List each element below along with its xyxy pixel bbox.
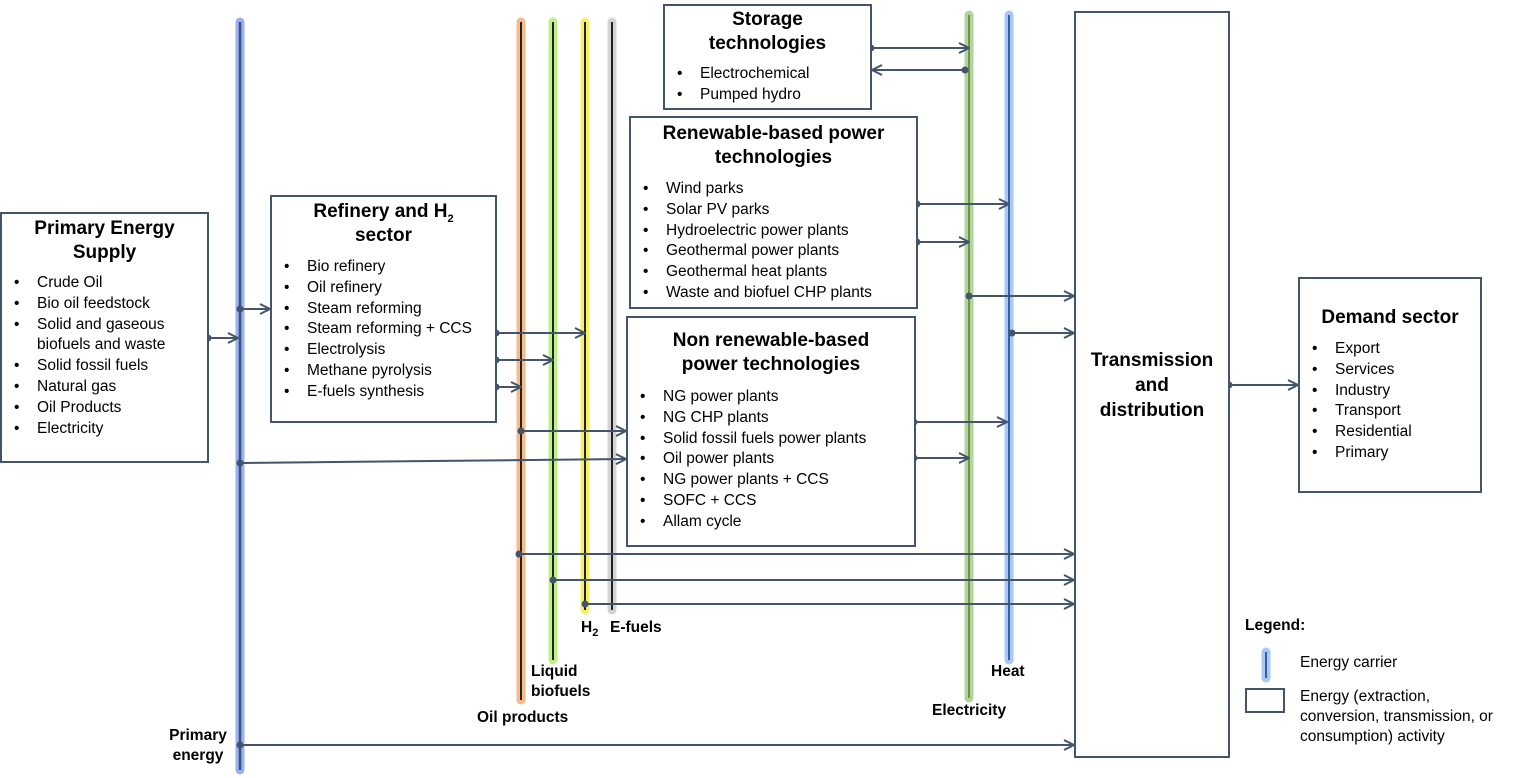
renewable-list: Wind parks Solar PV parks Hydroelectric … — [631, 179, 916, 304]
list-item: Geothermal heat plants — [643, 262, 910, 283]
list-item: Steam reforming + CCS — [284, 319, 489, 340]
h2-label-main: H — [581, 619, 593, 636]
carrier-lines — [235, 10, 1014, 775]
nonrenewable-list: NG power plants NG CHP plants Solid foss… — [628, 387, 914, 533]
primary-energy-supply-box: Primary Energy Supply Crude Oil Bio oil … — [0, 212, 209, 463]
heat-label: Heat — [991, 663, 1025, 680]
transmission-box: Transmission and distribution — [1074, 11, 1230, 758]
arrow-storage-to-electricity — [867, 46, 970, 51]
arrow-heat-to-transmission — [1008, 331, 1075, 336]
arrow-electricity-to-transmission — [965, 294, 1075, 299]
liquid-biofuels-label: Liquid biofuels — [531, 663, 591, 700]
list-item: Pumped hydro — [677, 85, 864, 106]
list-item: Crude Oil — [14, 273, 201, 294]
arrow-primary-to-transmission — [236, 743, 1075, 748]
demand-title: Demand sector — [1321, 307, 1459, 328]
oil-products-label: Oil products — [477, 709, 569, 726]
list-item: Methane pyrolysis — [284, 361, 489, 382]
arrow-transmission-to-demand — [1225, 383, 1299, 388]
transmission-title: Transmission and distribution — [1090, 350, 1214, 421]
list-item: Transport — [1312, 401, 1474, 422]
legend-carrier-text: Energy carrier — [1300, 654, 1398, 671]
list-item: NG power plants + CCS — [640, 470, 908, 491]
refinery-title: Refinery and H2 sector — [272, 200, 495, 248]
list-item: Allam cycle — [640, 512, 908, 533]
list-item: Bio oil feedstock — [14, 294, 201, 315]
arrow-supply-to-primary — [204, 336, 239, 341]
arrow-primary-to-nonrenewable — [236, 459, 627, 467]
list-item: Electrochemical — [677, 64, 864, 85]
arrow-renewable-to-electricity — [913, 240, 970, 245]
storage-box: Storage technologies Electrochemical Pum… — [663, 4, 872, 110]
list-item: Solid fossil fuels — [14, 356, 201, 377]
primary-energy-label: Primary energy — [169, 727, 227, 764]
arrow-liquid-biofuels-to-transmission — [549, 578, 1075, 583]
list-item: Wind parks — [643, 179, 910, 200]
list-item: Waste and biofuel CHP plants — [643, 283, 910, 304]
list-item: Industry — [1312, 381, 1474, 402]
list-item: NG power plants — [640, 387, 908, 408]
demand-box: Demand sector Export Services Industry T… — [1298, 277, 1482, 493]
list-item: Oil power plants — [640, 449, 908, 470]
list-item: Steam reforming — [284, 299, 489, 320]
primary-energy-supply-title: Primary Energy Supply — [34, 218, 175, 263]
arrow-electricity-to-storage — [872, 68, 969, 73]
list-item: Residential — [1312, 422, 1474, 443]
list-item: Bio refinery — [284, 257, 489, 278]
renewable-title: Renewable-based power technologies — [662, 123, 885, 168]
legend-activity-swatch — [1245, 688, 1285, 713]
efuels-label: E-fuels — [610, 619, 662, 636]
electricity-label: Electricity — [932, 702, 1007, 719]
arrow-nonrenewable-to-electricity — [910, 456, 970, 461]
nonrenewable-box: Non renewable-based power technologies N… — [626, 316, 916, 547]
refinery-title-main: Refinery and H — [313, 201, 448, 222]
refinery-title-sub: 2 — [447, 212, 454, 225]
arrow-renewable-to-heat — [913, 202, 1010, 207]
list-item: Primary — [1312, 443, 1474, 464]
flow-arrows — [204, 46, 1299, 748]
refinery-title-end: sector — [354, 225, 413, 246]
storage-title: Storage technologies — [708, 9, 827, 54]
list-item: SOFC + CCS — [640, 491, 908, 512]
arrow-oil-products-to-transmission — [515, 552, 1075, 557]
storage-list: Electrochemical Pumped hydro — [665, 64, 870, 106]
renewable-box: Renewable-based power technologies Wind … — [629, 116, 918, 309]
list-item: Solid and gaseous biofuels and waste — [14, 315, 187, 357]
list-item: Services — [1312, 360, 1474, 381]
h2-label: H2 — [581, 618, 599, 640]
list-item: Natural gas — [14, 377, 201, 398]
nonrenewable-title: Non renewable-based power technologies — [672, 330, 870, 375]
list-item: Electrolysis — [284, 340, 489, 361]
list-item: E-fuels synthesis — [284, 382, 489, 403]
list-item: Solid fossil fuels power plants — [640, 429, 908, 450]
list-item: Export — [1312, 339, 1474, 360]
arrow-primary-to-refinery — [236, 307, 271, 312]
h2-label-sub: 2 — [592, 627, 599, 640]
demand-list: Export Services Industry Transport Resid… — [1300, 339, 1480, 464]
list-item: Oil refinery — [284, 278, 489, 299]
arrow-nonrenewable-to-heat — [910, 420, 1008, 425]
legend-activity-text: Energy (extraction, conversion, transmis… — [1300, 688, 1493, 745]
list-item: Electricity — [14, 419, 201, 440]
refinery-box: Refinery and H2 sector Bio refinery Oil … — [270, 195, 497, 423]
list-item: Oil Products — [14, 398, 201, 419]
list-item: Geothermal power plants — [643, 241, 910, 262]
refinery-list: Bio refinery Oil refinery Steam reformin… — [272, 257, 495, 403]
primary-energy-supply-list: Crude Oil Bio oil feedstock Solid and ga… — [2, 273, 207, 439]
arrow-h2-to-transmission — [581, 602, 1075, 607]
legend-title: Legend: — [1245, 617, 1306, 634]
list-item: Hydroelectric power plants — [643, 221, 910, 242]
list-item: NG CHP plants — [640, 408, 908, 429]
arrow-refinery-to-h2 — [492, 331, 586, 336]
list-item: Solar PV parks — [643, 200, 910, 221]
arrow-oil-products-to-nonrenewable — [517, 429, 627, 434]
